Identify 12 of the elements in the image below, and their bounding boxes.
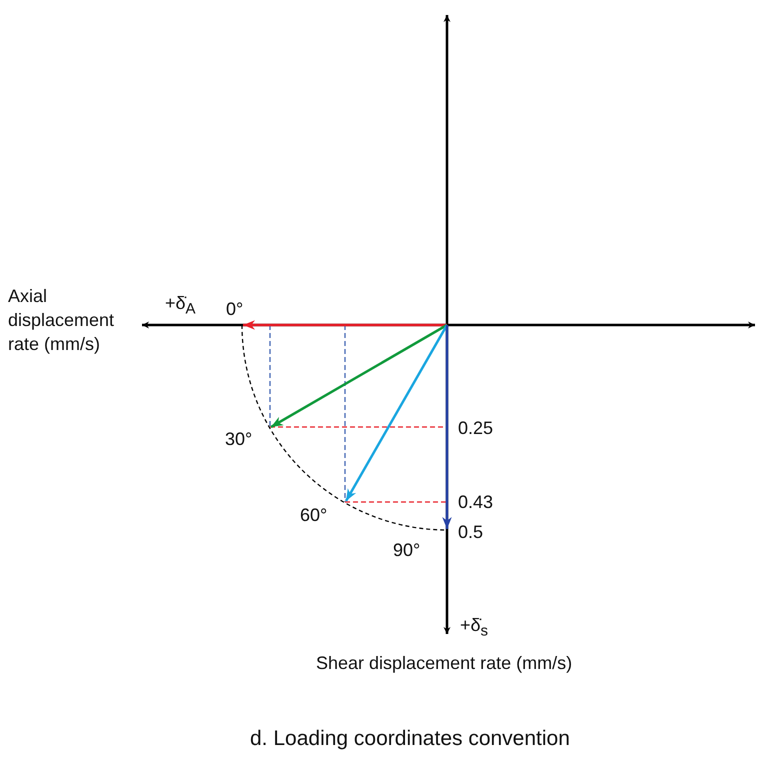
axis-label: Axial displacement rate (mm/s) [8, 285, 116, 356]
caption: d. Loading coordinates convention [250, 728, 570, 750]
axis-label: Shear displacement rate (mm/s) [316, 652, 572, 674]
angle-label: 30° [225, 428, 252, 450]
axis-label: +δ̇$_{A}$ [165, 292, 196, 320]
tick-label: 0.43 [458, 491, 494, 513]
axis-label: +δ̇$_{s}$ [460, 614, 488, 642]
angle-label: 0° [226, 298, 244, 320]
angle-label: 90° [393, 539, 420, 561]
tick-label: 0.5 [458, 521, 484, 543]
angle-label: 60° [300, 504, 328, 526]
tick-label: 0.25 [458, 417, 494, 439]
